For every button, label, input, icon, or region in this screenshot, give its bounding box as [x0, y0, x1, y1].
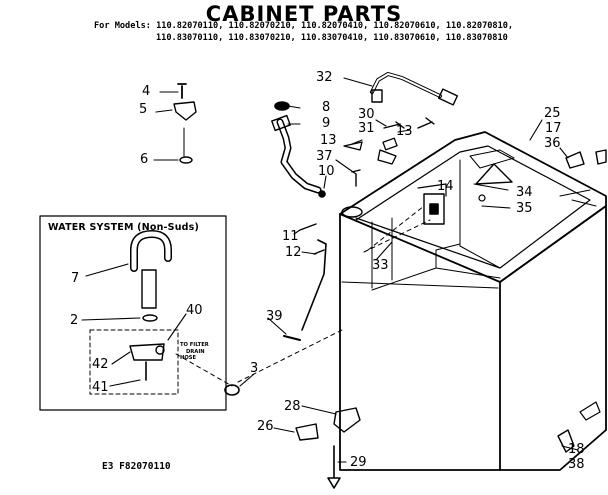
cable-32	[370, 72, 459, 106]
part-label-17: 17	[545, 121, 562, 136]
part-label-9: 9	[322, 116, 331, 131]
part-label-6: 6	[140, 152, 149, 167]
filter-note-line-3: HOSE	[180, 355, 197, 361]
part-label-10: 10	[318, 164, 335, 179]
part-label-11: 11	[282, 229, 299, 244]
part-label-42: 42	[92, 357, 109, 372]
part-label-5: 5	[139, 102, 148, 117]
part-label-18: 18	[568, 442, 585, 457]
part-label-4: 4	[142, 84, 151, 99]
hanger-parts	[173, 83, 197, 164]
part-36	[565, 149, 607, 169]
filter-drain-hose-note: TO FILTER DRAIN HOSE	[180, 342, 209, 362]
models-prefix: For Models:	[94, 21, 151, 31]
part-label-35: 35	[516, 201, 533, 216]
page-title: CABINET PARTS	[205, 2, 403, 26]
part-label-31: 31	[358, 121, 375, 136]
diagram-code: E3 F82070110	[102, 461, 171, 472]
part-label-29: 29	[350, 455, 367, 470]
hose-clamp-3	[224, 384, 240, 396]
part-label-41: 41	[92, 380, 109, 395]
part-label-26: 26	[257, 419, 274, 434]
screws-top	[343, 117, 435, 187]
part-label-12: 12	[285, 245, 302, 260]
cabinet-body	[339, 131, 607, 471]
models-line-1: 110.82070110, 110.82070210, 110.82070410…	[156, 21, 514, 31]
water-system-box	[39, 215, 227, 411]
grommet-8	[274, 101, 290, 111]
model-list: For Models: 110.82070110, 110.82070210, …	[94, 20, 513, 44]
part-label-28: 28	[284, 399, 301, 414]
part-label-37: 37	[316, 149, 333, 164]
fill-hose	[271, 114, 322, 194]
part-label-39: 39	[266, 309, 283, 324]
door-switch-assembly	[417, 163, 513, 225]
part-label-14: 14	[437, 179, 454, 194]
lower-parts	[295, 407, 575, 489]
part-label-8: 8	[322, 100, 331, 115]
part-label-36: 36	[544, 136, 561, 151]
part-label-33: 33	[372, 258, 389, 273]
filter-note-line-2: DRAIN	[186, 348, 205, 355]
leader-lines	[81, 77, 579, 463]
part-label-13b: 13	[320, 133, 337, 148]
part-label-40: 40	[186, 303, 203, 318]
part-label-2: 2	[70, 313, 79, 328]
part-label-32: 32	[316, 70, 333, 85]
part-label-3: 3	[250, 361, 259, 376]
models-line-2: 110.83070110, 110.83070210, 110.83070410…	[156, 33, 508, 43]
water-system-title: WATER SYSTEM (Non-Suds)	[48, 222, 200, 233]
leader-dashes	[175, 205, 431, 387]
part-label-7: 7	[71, 271, 80, 286]
part-label-38: 38	[568, 457, 585, 472]
part-label-25: 25	[544, 106, 561, 121]
part-label-13a: 13	[396, 124, 413, 139]
washer-10	[318, 190, 326, 198]
brackets-11-12	[299, 223, 327, 331]
screw-39	[283, 335, 301, 341]
filter-note-line-1: TO FILTER	[180, 342, 209, 348]
part-label-30: 30	[358, 107, 375, 122]
part-label-34: 34	[516, 185, 533, 200]
